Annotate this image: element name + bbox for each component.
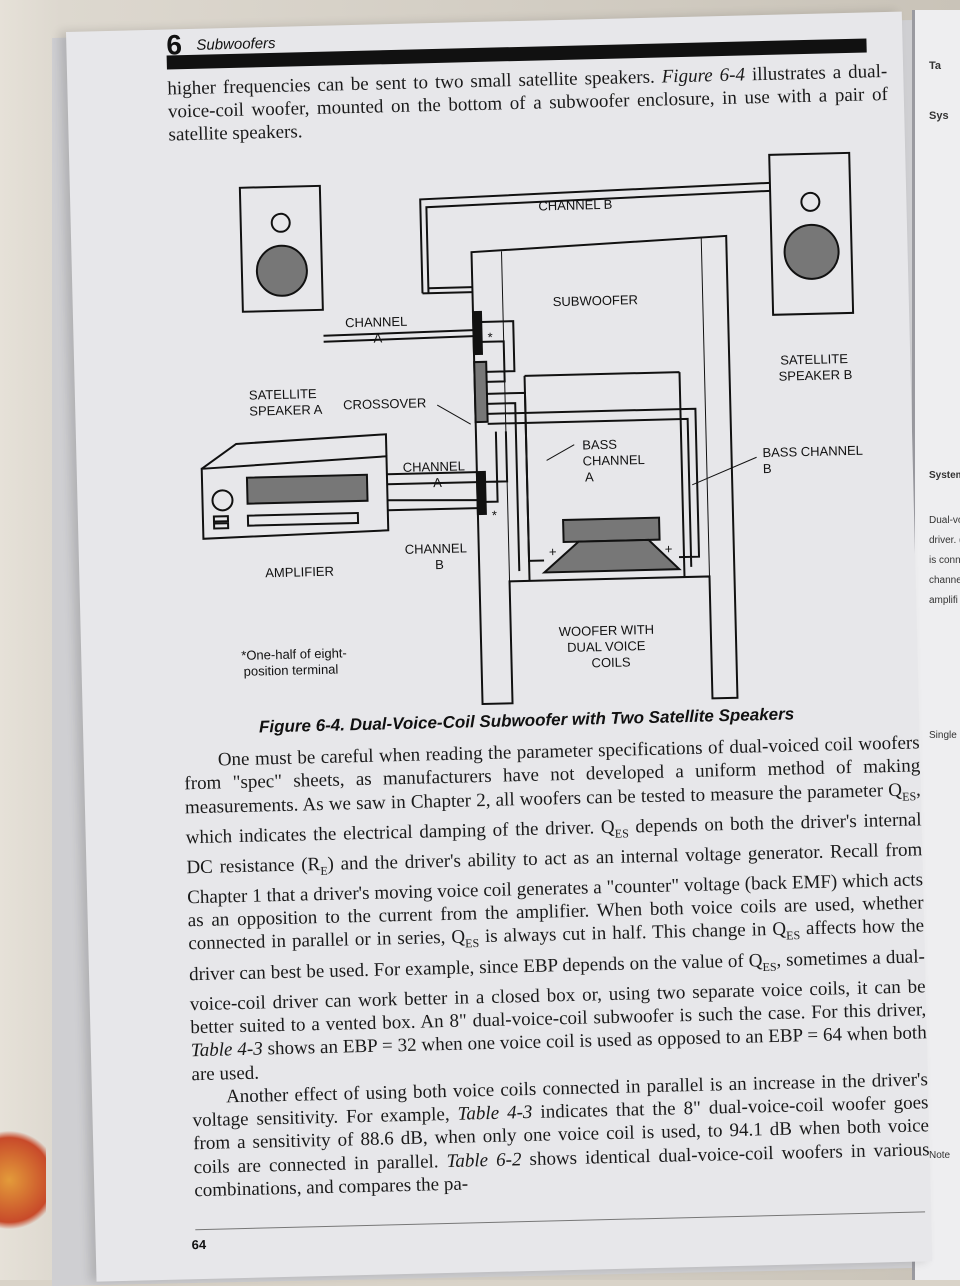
chapter-title: Subwoofers [196,34,276,54]
figure-reference: Figure 6-4 [661,64,746,88]
satellite-speaker-b [768,151,855,316]
label-satellite-b: SPEAKER B [778,367,852,384]
facing-page-fragment: Single [929,730,957,741]
book-page: 6 Subwoofers higher frequencies can be s… [66,11,933,1282]
label-satellite-a: SATELLITE [249,386,317,403]
chapter-number: 6 [165,29,183,61]
facing-page-fragment: Ta [929,60,942,72]
asterisk-mark: * [492,508,497,523]
label-woofer: DUAL VOICE [567,638,646,655]
label-subwoofer: SUBWOOFER [553,292,639,309]
minus-mark: − [679,569,687,584]
label-channel-a-lower: CHANNEL [403,458,465,475]
table-reference: Table 6-2 [446,1148,522,1172]
facing-page-fragment: Note [929,1150,951,1161]
label-bass-channel-a: A [585,469,594,484]
orange-object [0,1120,46,1240]
satellite-speaker-a [238,184,324,313]
asterisk-mark: * [487,330,492,345]
table-reference: Table 4-3 [190,1038,263,1062]
label-bass-channel-a: BASS [582,437,617,453]
plus-mark: + [665,541,673,556]
label-channel-a-lower: A [433,475,442,490]
label-woofer: COILS [591,654,631,670]
label-bass-channel-b: B [763,461,772,476]
label-channel-b-lower: CHANNEL [405,540,467,557]
woofer [562,516,661,544]
label-channel-a-upper: A [373,330,382,345]
footnote: position terminal [243,662,338,679]
page-number: 64 [191,1236,207,1253]
label-channel-b-lower: B [435,557,444,572]
body-text: One must be careful when reading the par… [184,731,931,1202]
crossover [473,360,489,424]
label-channel-b-top: CHANNEL B [538,197,612,214]
minus-mark: − [535,573,543,588]
facing-page-fragment: amplifi [929,595,958,606]
paragraph: One must be careful when reading the par… [184,732,927,1085]
footer-rule [195,1211,926,1231]
label-satellite-a: SPEAKER A [249,402,323,419]
facing-page-fragment: System [929,470,960,481]
facing-page-fragment: driver. ( [929,535,960,546]
label-satellite-b: SATELLITE [780,351,848,368]
facing-page-fragment: is conn [929,555,960,566]
facing-page-fragment: channe [929,575,960,586]
table-reference: Table 4-3 [457,1102,533,1125]
intro-paragraph: higher frequencies can be sent to two sm… [167,60,889,146]
paragraph: Another effect of using both voice coils… [192,1069,930,1202]
label-channel-a-upper: CHANNEL [345,314,407,331]
amplifier [200,455,390,540]
label-crossover: CROSSOVER [343,395,426,412]
label-bass-channel-b: BASS CHANNEL [762,443,863,460]
label-woofer: WOOFER WITH [559,622,655,639]
plus-mark: + [549,544,557,559]
facing-page-fragment: Dual-vo [929,515,960,526]
label-amplifier: AMPLIFIER [265,564,334,581]
label-bass-channel-a: CHANNEL [582,452,644,469]
wiring-diagram: CHANNEL B CHANNEL A SUBWOOFER SATELLITE … [200,151,863,706]
facing-page-fragment: Sys [929,110,949,122]
footnote: *One-half of eight- [241,645,347,663]
